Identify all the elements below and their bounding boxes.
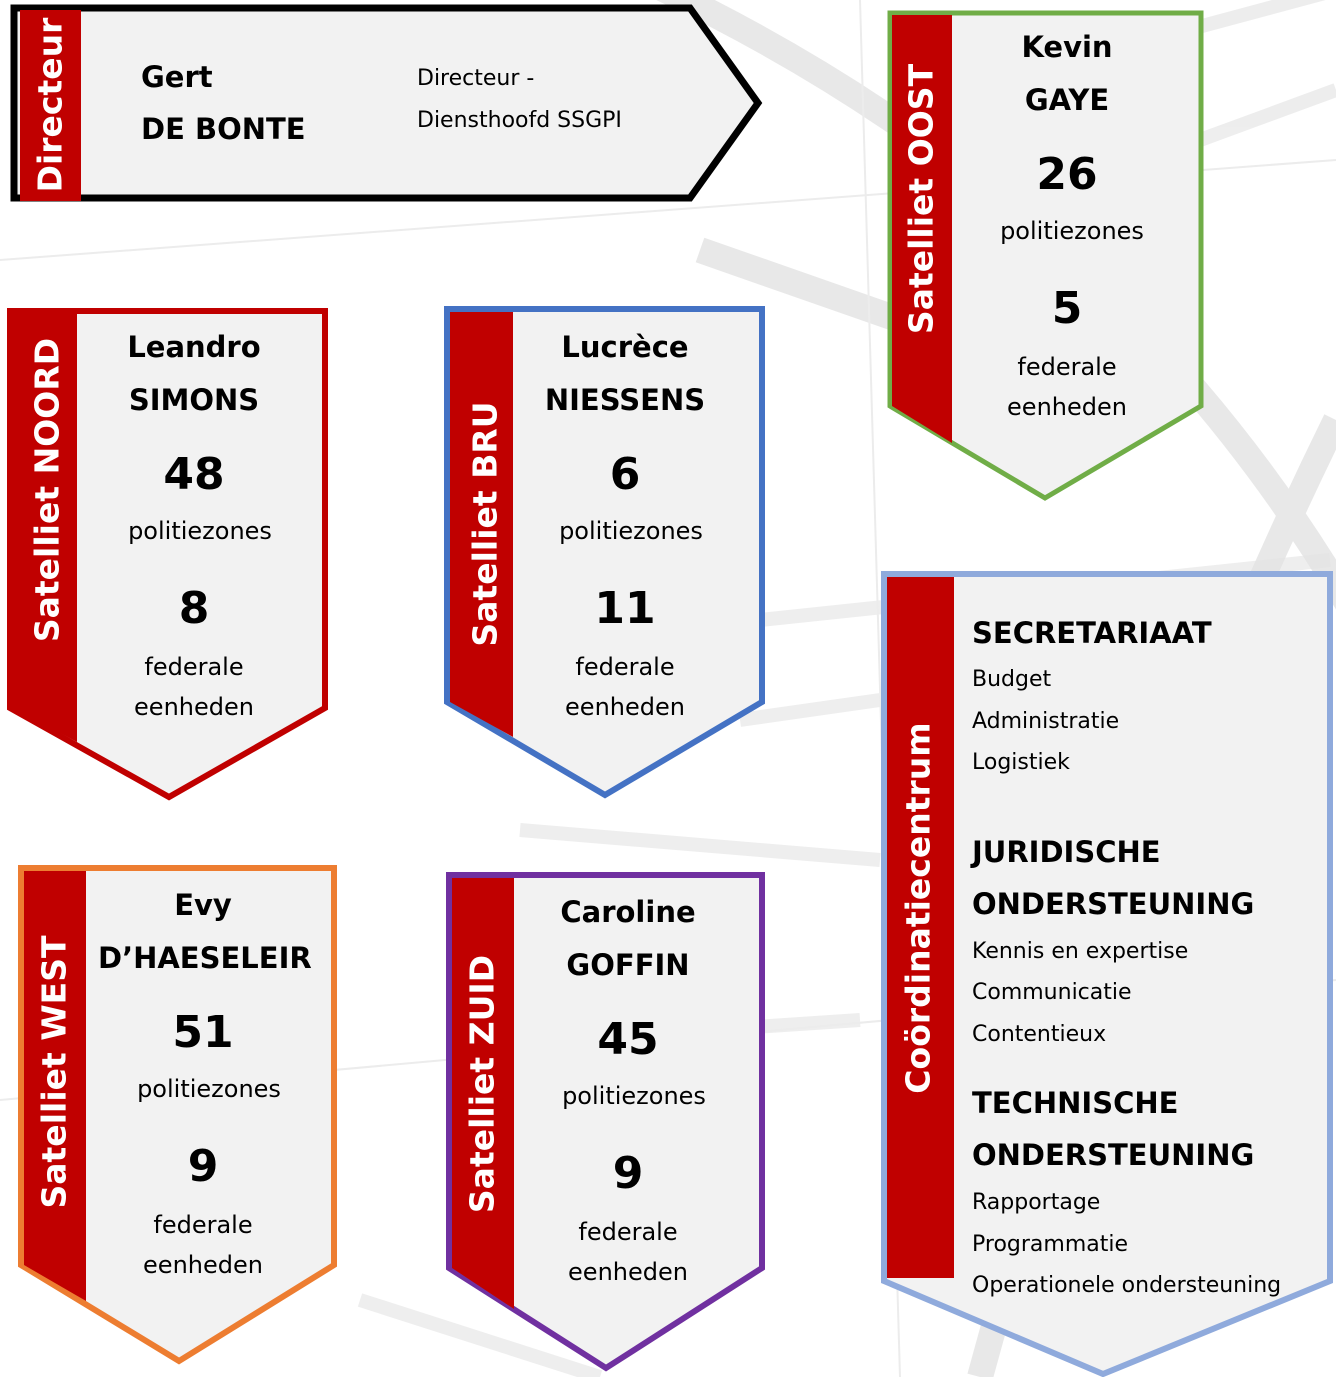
satellite-west-first-name: Evy — [174, 888, 232, 922]
satellite-noord-zones-count: 48 — [163, 449, 225, 500]
satellite-oost-units-label-2: eenheden — [1007, 393, 1127, 421]
satellite-zuid-zones-label: politiezones — [562, 1082, 706, 1110]
director-card-shape — [10, 4, 763, 202]
satellite-noord-first-name: Leandro — [127, 330, 261, 364]
juridisch-item: Kennis en expertise — [972, 939, 1189, 964]
secretariaat-item: Administratie — [972, 709, 1120, 734]
satellite-west-last-name: D’HAESELEIR — [98, 941, 312, 975]
technisch-heading-line1: TECHNISCHE — [972, 1086, 1179, 1120]
director-first-name: Gert — [141, 60, 213, 94]
technisch-item: Operationele ondersteuning — [972, 1273, 1282, 1298]
satellite-noord-zones-label: politiezones — [128, 517, 272, 545]
satellite-bru-zones-count: 6 — [609, 449, 641, 500]
technisch-item: Rapportage — [972, 1190, 1101, 1215]
satellite-west-zones-count: 51 — [172, 1007, 234, 1058]
satellite-west-units-label-2: eenheden — [143, 1251, 263, 1279]
secretariaat-item: Budget — [972, 667, 1052, 692]
satellite-bru-shape — [444, 306, 765, 799]
satellite-zuid-last-name: GOFFIN — [566, 948, 690, 982]
director-card: Directeur Gert DE BONTE Directeur - Dien… — [0, 0, 780, 215]
satellite-noord-units-count: 8 — [178, 583, 210, 634]
juridisch-heading-line2: ONDERSTEUNING — [972, 887, 1255, 921]
satellite-oost-band-label: Satelliet OOST — [901, 63, 941, 335]
satellite-zuid-card: Satelliet ZUID Caroline GOFFIN 45 politi… — [446, 872, 766, 1372]
satellite-west-units-label-1: federale — [153, 1211, 253, 1239]
secretariaat-heading: SECRETARIAAT — [972, 616, 1212, 650]
satellite-oost-last-name: GAYE — [1024, 83, 1110, 117]
satellite-bru-content: Lucrèce NIESSENS 6 politiezones 11 feder… — [520, 321, 730, 721]
satellite-zuid-units-label-2: eenheden — [568, 1258, 688, 1286]
satellite-oost-zones-count: 26 — [1036, 149, 1098, 200]
satellite-zuid-units-label-1: federale — [578, 1218, 678, 1246]
director-last-name: DE BONTE — [141, 112, 306, 146]
satellite-noord-units-label-1: federale — [144, 653, 244, 681]
director-band-label: Directeur — [30, 17, 70, 193]
satellite-bru-units-label-1: federale — [575, 653, 675, 681]
satellite-bru-card: Satelliet BRU Lucrèce NIESSENS 6 politie… — [444, 306, 766, 799]
director-role-line2: Diensthoofd SSGPI — [417, 108, 622, 133]
satellite-zuid-shape — [446, 872, 765, 1372]
satellite-bru-zones-label: politiezones — [559, 517, 703, 545]
satellite-bru-last-name: NIESSENS — [544, 383, 706, 417]
satellite-bru-units-label-2: eenheden — [565, 693, 685, 721]
coordination-band-label: Coördinatiecentrum — [898, 722, 938, 1094]
technisch-item: Programmatie — [972, 1232, 1129, 1257]
satellite-noord-shape — [7, 308, 328, 801]
technisch-heading-line2: ONDERSTEUNING — [972, 1138, 1255, 1172]
coordination-card-shape — [881, 571, 1333, 1377]
satellite-oost-shape — [887, 10, 1204, 501]
satellite-west-zones-label: politiezones — [137, 1075, 281, 1103]
satellite-zuid-first-name: Caroline — [560, 895, 696, 929]
juridisch-item: Contentieux — [972, 1022, 1107, 1047]
satellite-oost-zones-label: politiezones — [1000, 217, 1144, 245]
satellite-west-band-label: Satelliet WEST — [34, 935, 74, 1209]
satellite-west-card: Satelliet WEST Evy D’HAESELEIR 51 politi… — [18, 865, 338, 1365]
satellite-west-shape — [18, 865, 337, 1365]
satellite-noord-band-label: Satelliet NOORD — [27, 337, 67, 643]
juridisch-item: Communicatie — [972, 980, 1132, 1005]
satellite-west-content: Evy D’HAESELEIR 51 politiezones 9 federa… — [98, 879, 312, 1279]
satellite-bru-units-count: 11 — [594, 583, 656, 634]
satellite-noord-units-label-2: eenheden — [134, 693, 254, 721]
satellite-zuid-units-count: 9 — [612, 1148, 644, 1199]
satellite-oost-units-count: 5 — [1051, 283, 1083, 334]
satellite-bru-band-label: Satelliet BRU — [465, 401, 505, 647]
satellite-zuid-zones-count: 45 — [597, 1014, 659, 1065]
satellite-zuid-content: Caroline GOFFIN 45 politiezones 9 federa… — [522, 886, 734, 1286]
satellite-noord-last-name: SIMONS — [128, 383, 260, 417]
juridisch-heading-line1: JURIDISCHE — [972, 835, 1161, 869]
satellite-oost-card: Satelliet OOST Kevin GAYE 26 politiezone… — [887, 10, 1204, 501]
satellite-noord-card: Satelliet NOORD Leandro SIMONS 48 politi… — [7, 308, 329, 801]
coordination-card: Coördinatiecentrum SECRETARIAAT Budget A… — [881, 571, 1336, 1377]
satellite-zuid-band-label: Satelliet ZUID — [462, 954, 502, 1214]
satellite-bru-first-name: Lucrèce — [561, 330, 689, 364]
satellite-oost-first-name: Kevin — [1021, 30, 1113, 64]
satellite-oost-content: Kevin GAYE 26 politiezones 5 federale ee… — [962, 21, 1172, 421]
satellite-west-units-count: 9 — [187, 1141, 219, 1192]
director-role-line1: Directeur - — [417, 66, 535, 91]
satellite-noord-content: Leandro SIMONS 48 politiezones 8 federal… — [87, 321, 301, 721]
satellite-oost-units-label-1: federale — [1017, 353, 1117, 381]
secretariaat-item: Logistiek — [972, 750, 1070, 775]
